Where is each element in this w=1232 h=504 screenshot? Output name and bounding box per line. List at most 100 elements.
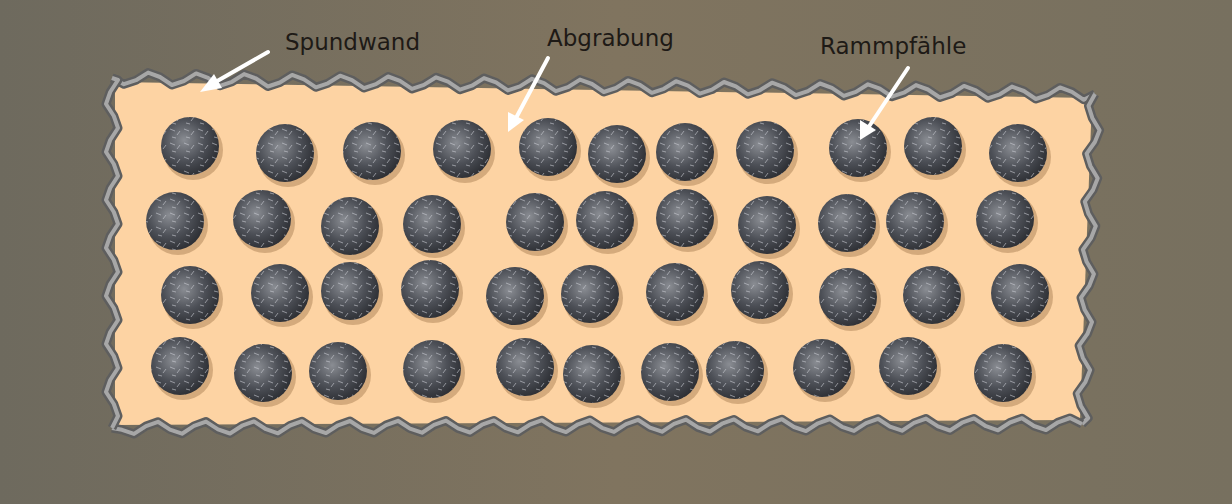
pile-head xyxy=(486,267,544,325)
pile-head xyxy=(886,192,944,250)
pile-head xyxy=(561,265,619,323)
pile-head xyxy=(736,121,794,179)
pile-head xyxy=(641,343,699,401)
sheet-pile-segment xyxy=(1077,94,1099,424)
pile-head xyxy=(656,123,714,181)
driven-piles xyxy=(146,117,1053,408)
pile-head xyxy=(819,268,877,326)
pile-head xyxy=(403,195,461,253)
pile-head xyxy=(146,192,204,250)
pile-head xyxy=(506,193,564,251)
pile-head xyxy=(403,195,461,253)
pile-head xyxy=(989,124,1047,182)
pile-head xyxy=(731,261,789,319)
pile-head xyxy=(656,189,714,247)
sheet-pile-segment xyxy=(112,418,1082,434)
pile-head xyxy=(161,266,219,324)
pile-head xyxy=(656,189,714,247)
pile-head xyxy=(321,197,379,255)
pile-head xyxy=(321,262,379,320)
pile-head xyxy=(486,267,544,325)
pile-head xyxy=(561,265,619,323)
pile-head xyxy=(309,342,367,400)
pile-head xyxy=(818,194,876,252)
pile-head xyxy=(976,190,1034,248)
pile-head xyxy=(793,339,851,397)
pile-head xyxy=(731,261,789,319)
pile-head xyxy=(309,342,367,400)
pile-head xyxy=(519,118,577,176)
pile-head xyxy=(641,343,699,401)
pile-head xyxy=(151,337,209,395)
pile-head xyxy=(256,124,314,182)
pile-head xyxy=(886,192,944,250)
pile-head xyxy=(234,344,292,402)
pile-head xyxy=(151,337,209,395)
pile-head xyxy=(401,260,459,318)
pile-head xyxy=(879,337,937,395)
pile-head xyxy=(588,125,646,183)
pile-head xyxy=(736,121,794,179)
pile-head xyxy=(161,266,219,324)
pile-head xyxy=(233,190,291,248)
pile-head xyxy=(403,340,461,398)
pile-head xyxy=(161,117,219,175)
pile-head xyxy=(738,196,796,254)
part-label: Spundwand xyxy=(285,30,420,55)
pile-head xyxy=(989,124,1047,182)
pile-head xyxy=(904,117,962,175)
pile-head xyxy=(819,268,877,326)
pile-head xyxy=(256,124,314,182)
pile-head xyxy=(343,122,401,180)
pile-head xyxy=(146,192,204,250)
pile-head xyxy=(321,197,379,255)
pile-head xyxy=(903,266,961,324)
pile-head xyxy=(646,263,704,321)
pile-head xyxy=(974,344,1032,402)
pile-head xyxy=(576,191,634,249)
pile-head xyxy=(251,264,309,322)
pile-head xyxy=(829,119,887,177)
pile-head xyxy=(646,263,704,321)
pile-head xyxy=(433,120,491,178)
pile-head xyxy=(519,118,577,176)
pile-head xyxy=(161,117,219,175)
pile-head xyxy=(976,190,1034,248)
pile-head xyxy=(738,196,796,254)
pile-head xyxy=(234,344,292,402)
pile-head xyxy=(496,338,554,396)
leader-arrows xyxy=(200,52,908,140)
pile-head xyxy=(818,194,876,252)
pile-head xyxy=(506,193,564,251)
pile-head xyxy=(343,122,401,180)
pile-head xyxy=(233,190,291,248)
pile-head xyxy=(793,339,851,397)
pile-head xyxy=(706,341,764,399)
pile-head xyxy=(401,260,459,318)
pile-head xyxy=(251,264,309,322)
sheet-pile-segment xyxy=(106,78,118,428)
pile-head xyxy=(903,266,961,324)
pile-head xyxy=(563,345,621,403)
sheet-pile-wall xyxy=(106,73,1100,434)
pile-head xyxy=(433,120,491,178)
pile-head xyxy=(904,117,962,175)
pile-head xyxy=(706,341,764,399)
pile-head xyxy=(829,119,887,177)
part-label: Abgrabung xyxy=(547,26,674,51)
pile-head xyxy=(496,338,554,396)
sheet-pile-segment xyxy=(1077,94,1099,424)
pile-head xyxy=(991,264,1049,322)
pile-head xyxy=(321,262,379,320)
sheet-pile-segment xyxy=(112,418,1082,434)
pile-head xyxy=(563,345,621,403)
sheet-pile-segment xyxy=(112,73,1095,100)
excavation-pit xyxy=(115,82,1092,425)
pile-head xyxy=(588,125,646,183)
pile-head xyxy=(403,340,461,398)
pile-head xyxy=(991,264,1049,322)
sheet-pile-segment xyxy=(106,78,118,428)
pile-head xyxy=(879,337,937,395)
pile-head xyxy=(656,123,714,181)
